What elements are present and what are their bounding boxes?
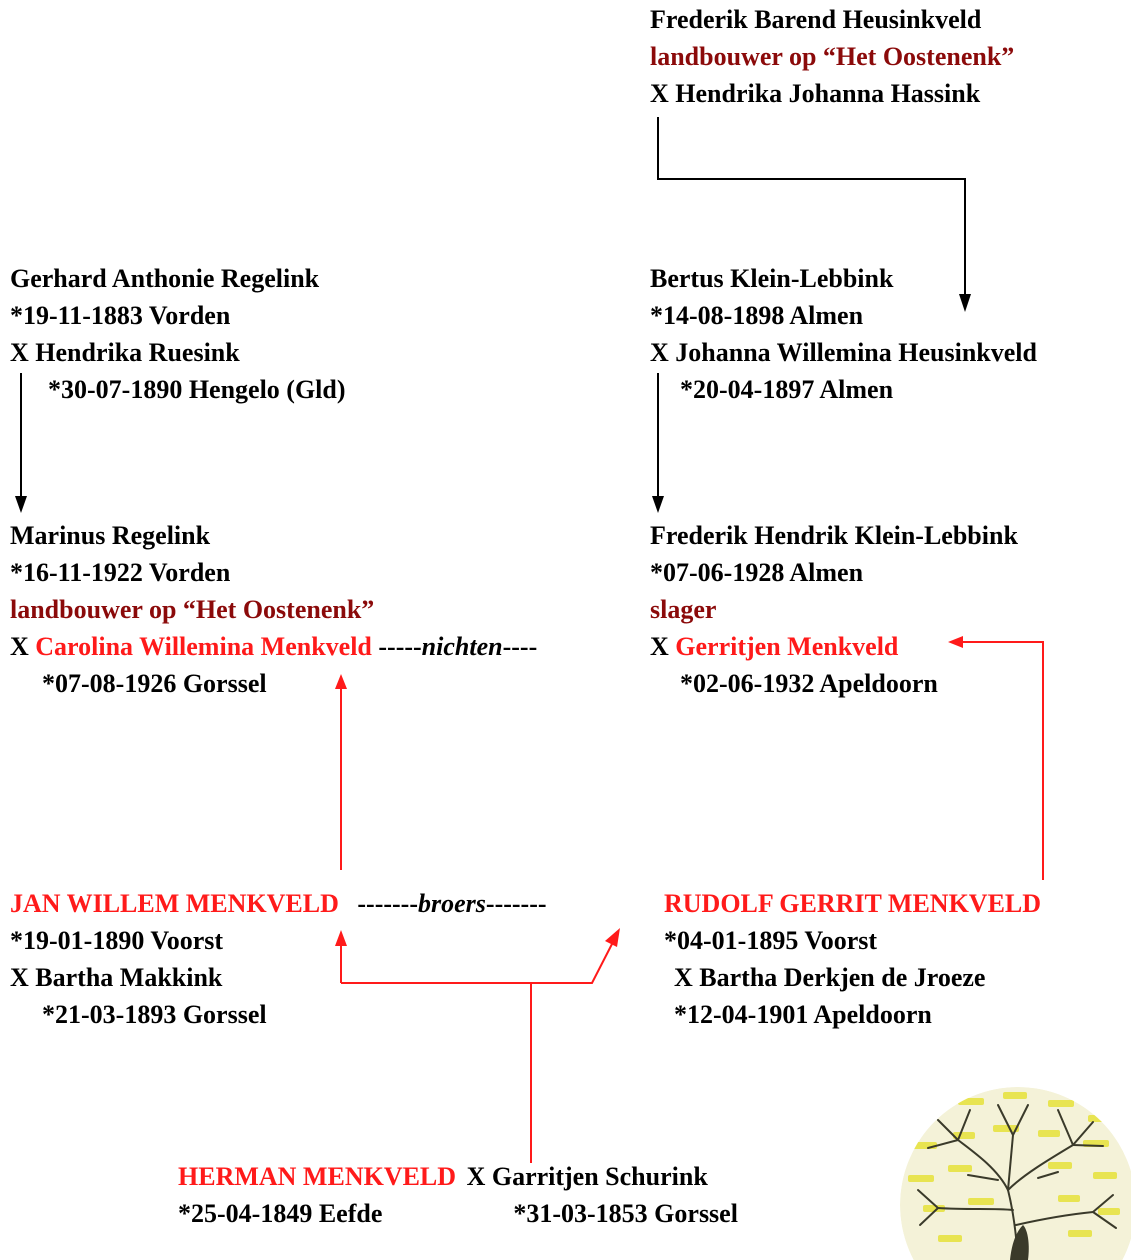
person-name: Bertus Klein-Lebbink <box>650 264 894 293</box>
person-marinus-regelink: Marinus Regelink *16-11-1922 Vorden land… <box>10 517 537 702</box>
relation-label: broers <box>418 889 486 918</box>
red-connector-herman-to-sons <box>341 943 613 1163</box>
dash-left: ------- <box>357 889 418 918</box>
person-spouse: Gerritjen Menkveld <box>675 632 899 661</box>
arrowhead-down <box>959 294 971 312</box>
person-spouse: X Hendrika Johanna Hassink <box>650 79 981 108</box>
person-frederik-hendrik-klein-lebbink: Frederik Hendrik Klein-Lebbink *07-06-19… <box>650 517 1018 702</box>
person-rudolf-gerrit-menkveld: RUDOLF GERRIT MENKVELD *04-01-1895 Voors… <box>664 885 1041 1033</box>
person-name: HERMAN MENKVELD <box>178 1162 457 1191</box>
person-name: Gerhard Anthonie Regelink <box>10 264 320 293</box>
person-occupation: landbouwer op “Het Oostenenk” <box>650 42 1015 71</box>
dash-left: ----- <box>378 632 422 661</box>
person-spouse: X Garritjen Schurink <box>466 1162 708 1191</box>
person-bertus-klein-lebbink: Bertus Klein-Lebbink *14-08-1898 Almen X… <box>650 260 1037 408</box>
spouse-prefix: X <box>650 632 669 661</box>
person-spouse-birth: *30-07-1890 Hengelo (Gld) <box>48 375 346 404</box>
arrowhead-up <box>605 928 620 947</box>
arrowhead-down <box>15 496 27 513</box>
person-birth: *19-01-1890 Voorst <box>10 926 224 955</box>
person-birth: *19-11-1883 Vorden <box>10 301 231 330</box>
person-spouse: X Johanna Willemina Heusinkveld <box>650 338 1037 367</box>
person-spouse-birth: *20-04-1897 Almen <box>680 375 894 404</box>
person-name-line: JAN WILLEM MENKVELD -------broers------- <box>10 885 547 922</box>
person-birth: *04-01-1895 Voorst <box>664 926 878 955</box>
person-name: Frederik Hendrik Klein-Lebbink <box>650 521 1018 550</box>
person-name: Frederik Barend Heusinkveld <box>650 5 982 34</box>
person-spouse-birth: *31-03-1853 Gorssel <box>513 1199 738 1228</box>
black-connector-frederik-to-bertus <box>657 117 966 306</box>
person-spouse-line: X Carolina Willemina Menkveld -----nicht… <box>10 628 537 665</box>
person-spouse-line: X Gerritjen Menkveld <box>650 628 1018 665</box>
arrowhead-down <box>652 496 664 513</box>
nichten-relation: -----nichten---- <box>378 632 537 661</box>
person-occupation: slager <box>650 595 717 624</box>
person-spouse: X Hendrika Ruesink <box>10 338 240 367</box>
person-name: JAN WILLEM MENKVELD <box>10 889 339 918</box>
broers-relation: -------broers------- <box>357 889 546 918</box>
person-birth: *14-08-1898 Almen <box>650 301 864 330</box>
tree-illustration-graphic <box>900 1087 1131 1260</box>
person-birth: *07-06-1928 Almen <box>650 558 864 587</box>
family-tree-illustration <box>898 1080 1131 1260</box>
person-birth: *16-11-1922 Vorden <box>10 558 231 587</box>
person-spouse-birth: *07-08-1926 Gorssel <box>42 669 267 698</box>
person-frederik-barend-heusinkveld: Frederik Barend Heusinkveld landbouwer o… <box>650 1 1014 112</box>
person-spouse: X Bartha Makkink <box>10 963 223 992</box>
person-spouse: Carolina Willemina Menkveld <box>35 632 372 661</box>
person-dates-line: *25-04-1849 Eefde *31-03-1853 Gorssel <box>178 1195 738 1232</box>
dash-right: ------- <box>485 889 547 918</box>
dash-right: ---- <box>502 632 538 661</box>
person-name: RUDOLF GERRIT MENKVELD <box>664 889 1042 918</box>
arrowhead-up <box>335 930 347 946</box>
arrowhead-up <box>335 674 347 689</box>
arrowhead-left <box>948 636 963 648</box>
person-name-line: HERMAN MENKVELD X Garritjen Schurink <box>178 1158 738 1195</box>
person-spouse-birth: *21-03-1893 Gorssel <box>42 1000 267 1029</box>
person-occupation: landbouwer op “Het Oostenenk” <box>10 595 375 624</box>
spouse-prefix: X <box>10 632 29 661</box>
person-spouse-birth: *02-06-1932 Apeldoorn <box>680 669 938 698</box>
relation-label: nichten <box>421 632 503 661</box>
person-jan-willem-menkveld: JAN WILLEM MENKVELD -------broers-------… <box>10 885 547 1033</box>
person-birth: *25-04-1849 Eefde <box>178 1199 383 1228</box>
red-connector-rudolf-to-gerritjen <box>962 641 1044 880</box>
person-herman-menkveld: HERMAN MENKVELD X Garritjen Schurink *25… <box>178 1158 738 1232</box>
person-name: Marinus Regelink <box>10 521 211 550</box>
person-spouse: X Bartha Derkjen de Jroeze <box>674 963 986 992</box>
person-gerhard-anthonie-regelink: Gerhard Anthonie Regelink *19-11-1883 Vo… <box>10 260 346 408</box>
person-spouse-birth: *12-04-1901 Apeldoorn <box>674 1000 932 1029</box>
